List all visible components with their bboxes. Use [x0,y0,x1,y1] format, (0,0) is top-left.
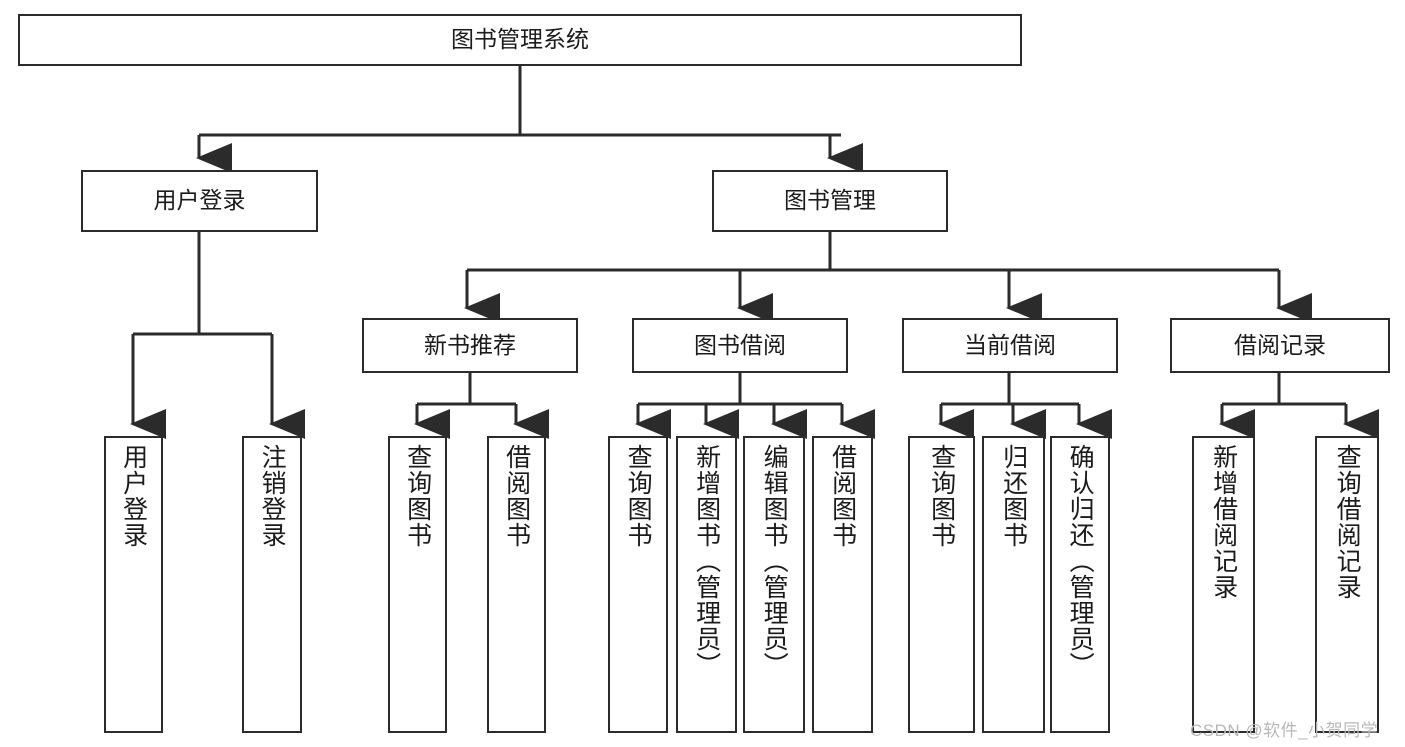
node-current-borrow[interactable]: 当前借阅 [902,318,1118,373]
node-label: 借阅记录 [1234,331,1326,358]
node-label: 归还图书 [999,444,1028,548]
csdn-watermark: CSDN @软件_小贺同学 [1190,721,1379,740]
node-label: 编辑图书（管理员） [760,444,789,678]
node-label: 图书借阅 [694,331,786,358]
node-leaf-add-book[interactable]: 新增图书（管理员） [676,436,737,733]
node-label: 用户登录 [153,187,246,214]
node-leaf-query-book-3[interactable]: 查询图书 [908,436,975,733]
node-label: 新书推荐 [424,331,516,358]
node-leaf-user-logout[interactable]: 注销登录 [242,436,302,733]
node-new-book-recommend[interactable]: 新书推荐 [362,318,578,373]
node-leaf-user-login[interactable]: 用户登录 [104,436,163,733]
node-label: 注销登录 [258,444,287,548]
node-root-system[interactable]: 图书管理系统 [18,14,1022,66]
node-label: 图书管理系统 [451,26,589,53]
node-leaf-borrow-book-1[interactable]: 借阅图书 [487,436,546,733]
node-leaf-borrow-book-2[interactable]: 借阅图书 [812,436,873,733]
node-label: 查询图书 [927,444,956,548]
node-leaf-add-record[interactable]: 新增借阅记录 [1192,436,1255,733]
node-label: 新增借阅记录 [1209,444,1238,600]
node-label: 查询图书 [403,444,432,548]
node-book-borrow[interactable]: 图书借阅 [632,318,848,373]
node-label: 借阅图书 [502,444,531,548]
node-label: 确认归还（管理员） [1066,444,1095,678]
node-label: 当前借阅 [964,331,1056,358]
node-label: 图书管理 [784,187,876,214]
node-label: 新增图书（管理员） [692,444,721,678]
node-label: 查询图书 [624,444,653,548]
node-leaf-return-book[interactable]: 归还图书 [982,436,1045,733]
node-leaf-query-book-2[interactable]: 查询图书 [608,436,668,733]
node-borrow-record[interactable]: 借阅记录 [1170,318,1390,373]
node-label: 借阅图书 [828,444,857,548]
node-label: 查询借阅记录 [1333,444,1362,600]
node-leaf-edit-book[interactable]: 编辑图书（管理员） [743,436,805,733]
node-leaf-query-record[interactable]: 查询借阅记录 [1315,436,1379,733]
node-label: 用户登录 [119,444,148,548]
node-leaf-confirm-return[interactable]: 确认归还（管理员） [1050,436,1110,733]
node-user-login[interactable]: 用户登录 [81,170,318,232]
node-book-manage[interactable]: 图书管理 [712,170,948,232]
node-leaf-query-book-1[interactable]: 查询图书 [388,436,447,733]
